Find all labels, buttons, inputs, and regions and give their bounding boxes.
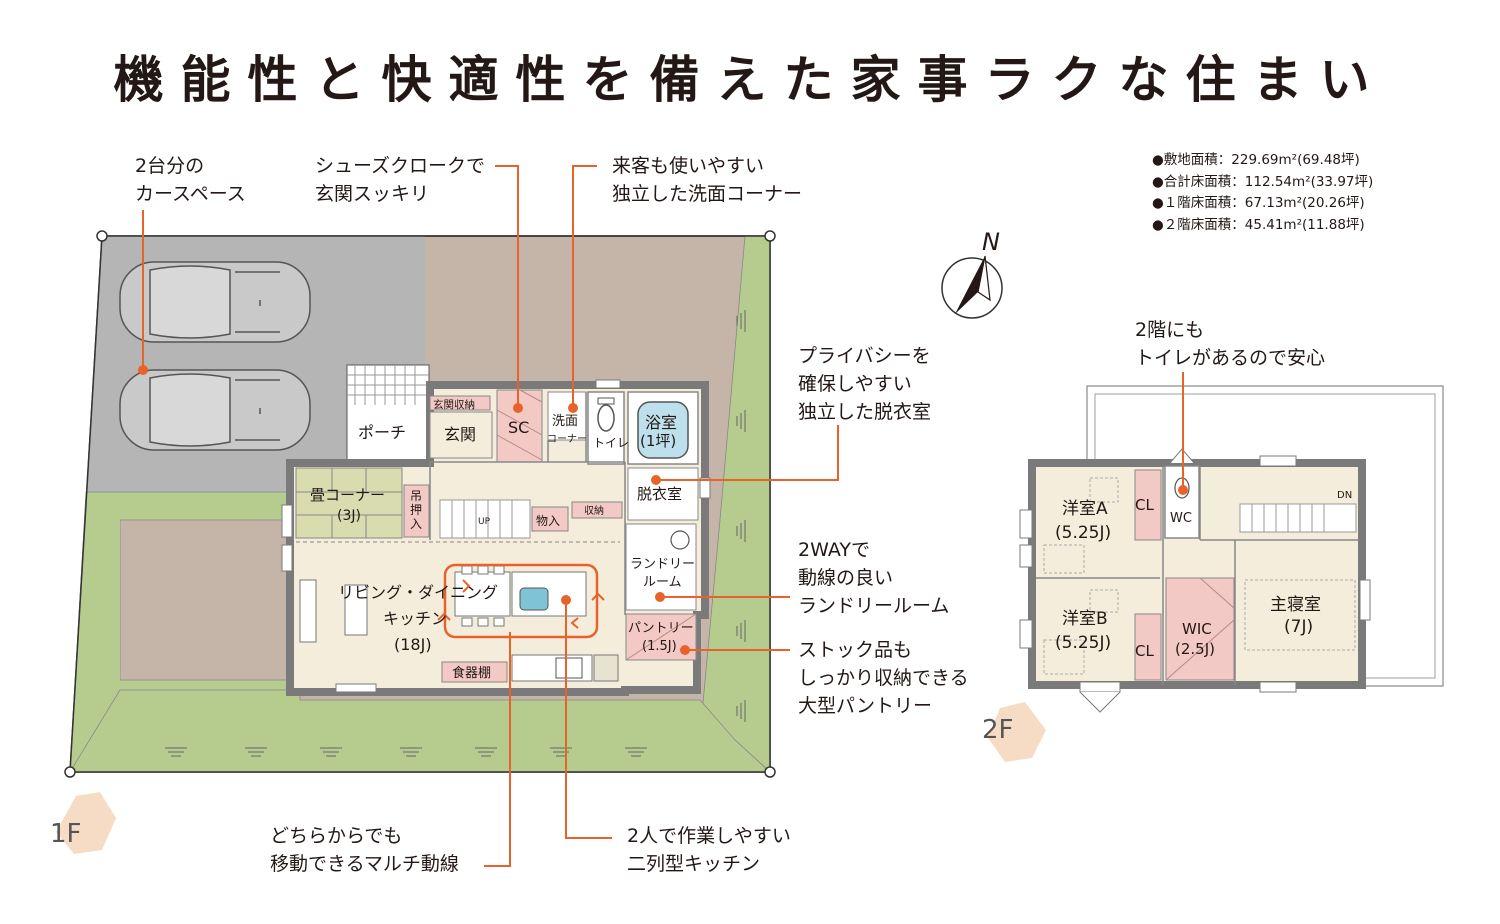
house-1f (281, 379, 711, 696)
callout-toilet-2f: 2階にも トイレがあるので安心 (1135, 316, 1325, 372)
callout-twoway-line1: 2WAYで (798, 539, 870, 561)
label-closet-1: 吊 (410, 489, 422, 503)
label-laundry-2: ルーム (643, 575, 682, 590)
stat-2f-floor: ●２階床面積：45.41m²(11.88坪) (1152, 216, 1365, 233)
callout-stock-line2: しっかり収納できる (798, 667, 969, 689)
callout-washroom-line2: 独立した洗面コーナー (612, 183, 803, 205)
label-ldk-2: キッチン (383, 609, 447, 628)
callout-stock-line3: 大型パントリー (798, 695, 932, 717)
label-room-a-1: 洋室A (1062, 499, 1108, 519)
compass: N (941, 228, 1003, 319)
label-cl-a: CL (1135, 496, 1154, 514)
callout-privacy-line3: 独立した脱衣室 (798, 401, 932, 423)
car-1 (119, 261, 311, 343)
label-closet-3: 入 (410, 517, 422, 531)
label-dressing: 脱衣室 (637, 485, 682, 503)
label-ldk-3: (18J) (394, 635, 432, 654)
callout-shoes: シューズクロークで 玄関スッキリ (315, 152, 485, 208)
page-title: 機能性と快適性を備えた家事ラクな住まい (113, 51, 1387, 109)
label-storage: 収納 (584, 504, 604, 517)
label-sc: SC (508, 418, 529, 437)
label-wash-2: コーナー (547, 433, 587, 445)
stat-site-area: ●敷地面積：229.69m²(69.48坪) (1152, 152, 1360, 168)
circulation-loop (443, 563, 599, 639)
callout-carspace-line1: 2台分の (135, 155, 205, 177)
label-wc: WC (1170, 511, 1192, 526)
callout-washroom: 来客も使いやすい 独立した洗面コーナー (612, 152, 802, 208)
callout-stock-line1: ストック品も (798, 639, 913, 661)
badge-1f: 1F (50, 792, 116, 854)
callout-multi-line2: 移動できるマルチ動線 (270, 853, 459, 875)
label-entrance: 玄関 (444, 425, 476, 444)
callout-kitchen: 2人で作業しやすい 二列型キッチン (627, 822, 791, 878)
callout-privacy: プライバシーを 確保しやすい 独立した脱衣室 (798, 342, 931, 426)
badge-2f-label: 2F (982, 715, 1014, 745)
label-dish: 食器棚 (452, 665, 491, 681)
callout-kitchen-line1: 2人で作業しやすい (627, 825, 791, 847)
label-porch: ポーチ (358, 423, 406, 442)
label-room-b-1: 洋室B (1062, 609, 1108, 629)
callout-stock: ストック品も しっかり収納できる 大型パントリー (798, 636, 969, 720)
label-up: UP (478, 517, 491, 527)
label-bath-2: (1坪) (640, 432, 676, 450)
label-laundry-1: ランドリー (630, 557, 695, 572)
porch (346, 364, 430, 469)
label-wash-1: 洗面 (552, 414, 578, 429)
label-master-1: 主寝室 (1270, 594, 1321, 615)
leader-dots (138, 365, 1188, 655)
label-pantry-2: (1.5J) (642, 639, 677, 654)
label-entrance-storage: 玄関収納 (433, 398, 475, 411)
label-tatami-2: (3J) (337, 508, 361, 524)
callout-twoway: 2WAYで 動線の良い ランドリールーム (798, 536, 949, 620)
badge-2f: 2F (982, 702, 1046, 762)
label-bath-1: 浴室 (645, 413, 677, 432)
label-room-a-2: (5.25J) (1055, 523, 1111, 543)
label-master-2: (7J) (1284, 617, 1313, 637)
shrub-marks (165, 310, 746, 757)
callout-multi-line1: どちらからでも (270, 825, 403, 847)
callout-washroom-line1: 来客も使いやすい (612, 155, 765, 177)
area-stats: ●敷地面積：229.69m²(69.48坪) ●合計床面積：112.54m²(3… (1152, 150, 1373, 236)
label-storage-in: 物入 (536, 514, 560, 528)
callout-toilet-line1: 2階にも (1135, 319, 1205, 341)
callout-twoway-line3: ランドリールーム (798, 595, 950, 617)
label-wic-1: WIC (1182, 620, 1212, 638)
label-pantry-1: パントリー (628, 621, 694, 636)
callout-privacy-line1: プライバシーを (798, 345, 931, 367)
label-tatami-1: 畳コーナー (310, 486, 385, 504)
label-closet-2: 押 (410, 503, 422, 517)
label-room-b-2: (5.25J) (1055, 633, 1111, 653)
callout-shoes-line2: 玄関スッキリ (315, 183, 430, 205)
callout-twoway-line2: 動線の良い (798, 567, 894, 589)
callout-carspace: 2台分の カースペース (135, 152, 246, 208)
label-ldk-1: リビング・ダイニング (338, 583, 498, 602)
car-2 (119, 369, 311, 451)
callout-multi: どちらからでも 移動できるマルチ動線 (270, 822, 459, 878)
floor-2f: 洋室A (5.25J) CL WC DN 洋室B (5.25J) CL WIC … (1019, 385, 1444, 713)
stat-total-floor: ●合計床面積：112.54m²(33.97坪) (1152, 173, 1374, 190)
badge-1f-label: 1F (50, 819, 82, 849)
callout-carspace-line2: カースペース (135, 183, 246, 205)
label-dn: DN (1337, 490, 1352, 501)
callout-shoes-line1: シューズクロークで (315, 155, 486, 177)
stat-1f-floor: ●１階床面積：67.13m²(20.26坪) (1152, 195, 1365, 211)
site-1f: ポーチ 玄関 玄関収納 SC 洗面 コーナー トイレ 浴室 (1坪) 脱衣室 畳… (64, 230, 776, 778)
callout-toilet-line2: トイレがあるので安心 (1135, 347, 1326, 369)
label-wic-2: (2.5J) (1175, 640, 1215, 658)
leader-lines (142, 165, 1184, 867)
callout-kitchen-line2: 二列型キッチン (627, 853, 761, 875)
callout-privacy-line2: 確保しやすい (798, 373, 912, 395)
label-cl-b: CL (1135, 642, 1154, 660)
garden-bottom (69, 689, 772, 773)
label-toilet: トイレ (593, 436, 629, 450)
compass-n: N (982, 228, 1000, 256)
